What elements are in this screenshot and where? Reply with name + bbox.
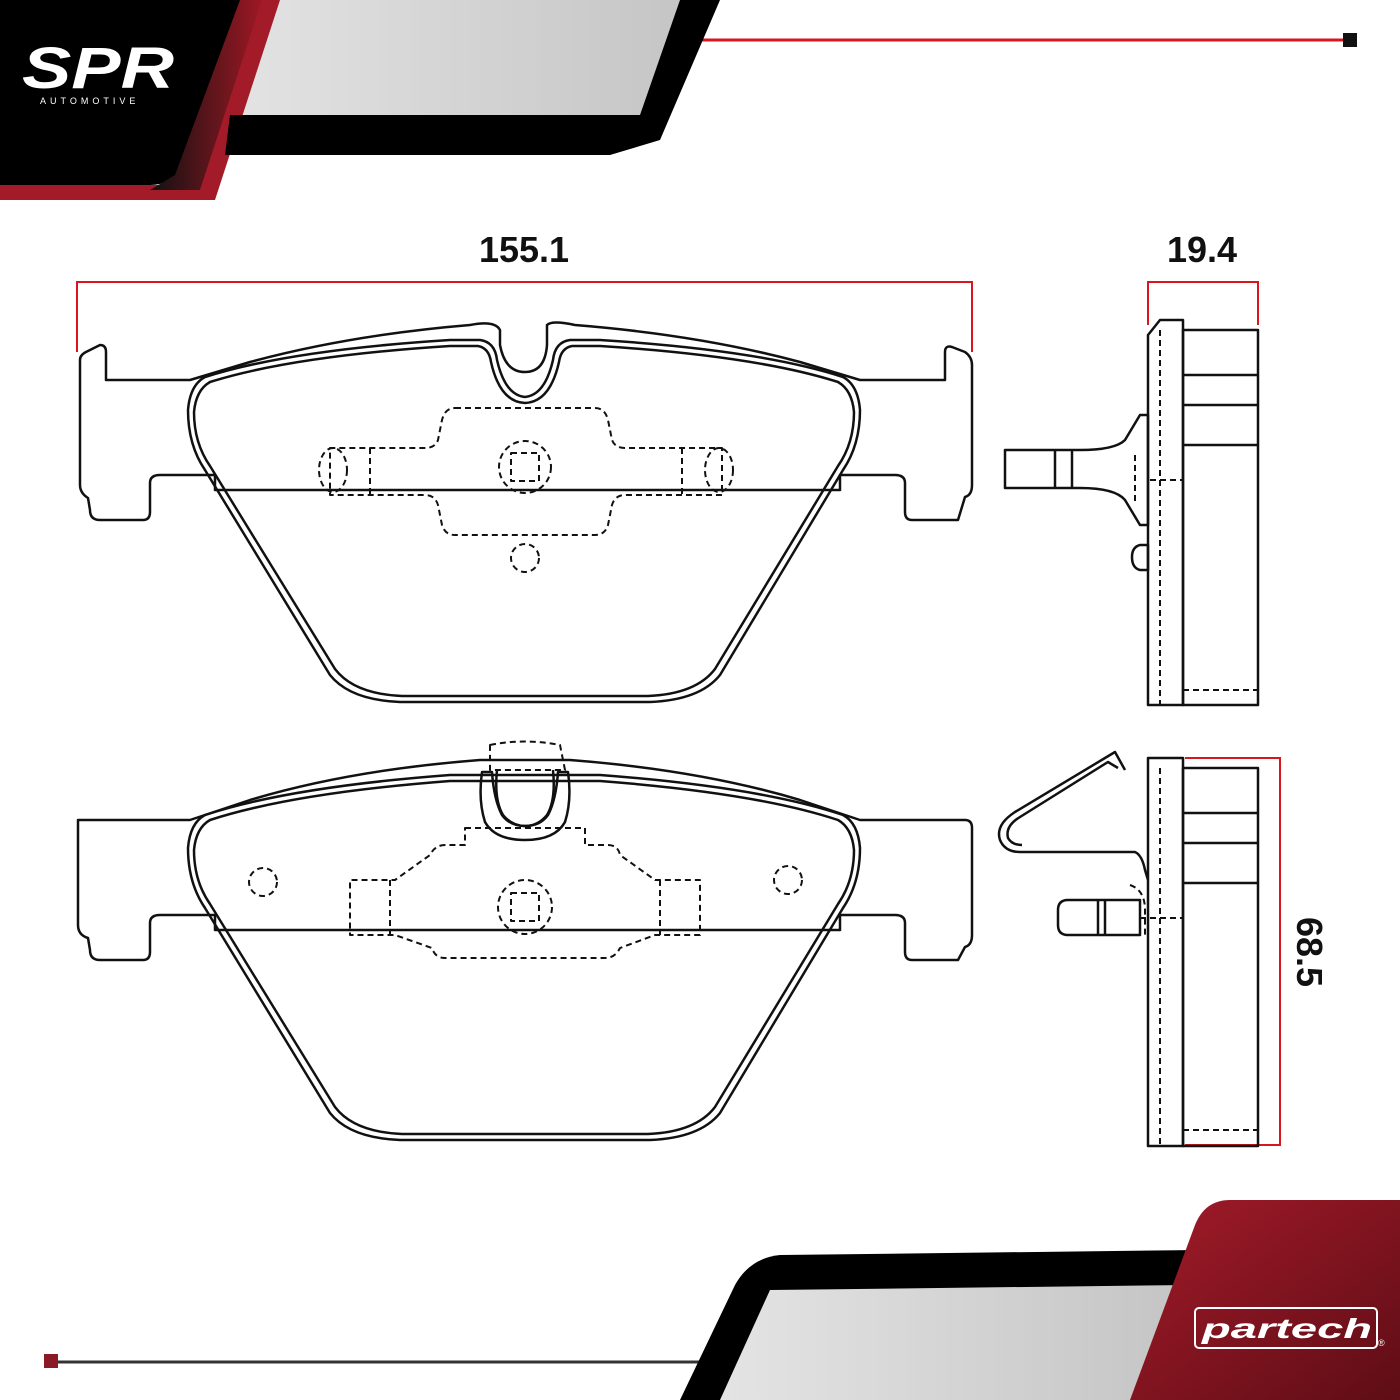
small-hole-top: [510, 543, 540, 573]
side-friction-block-top: [1181, 328, 1260, 707]
brake-pad-bottom-front-view: [76, 740, 974, 1142]
friction-material-outer-bottom: [186, 773, 862, 1142]
brake-pad-top-side-view: [1003, 318, 1260, 707]
piston-recess-top: [329, 407, 723, 536]
brake-pad-bottom-side-view: [997, 750, 1260, 1148]
side-backing-plate-top: [1146, 318, 1185, 707]
side-hidden-bottom: [1129, 768, 1258, 1146]
partech-logo-frame: [1194, 1307, 1378, 1349]
wear-sensor-bottom: [1056, 898, 1142, 937]
friction-material-inner-top: [192, 344, 856, 698]
center-bolt-bottom: [497, 879, 553, 935]
small-hole-right-bottom: [773, 865, 803, 895]
friction-material-inner-bottom: [192, 779, 856, 1136]
center-square-top: [510, 452, 540, 482]
frame-corner-square-top: [1343, 33, 1357, 47]
partech-logo: partech ®: [1194, 1307, 1385, 1349]
hidden-features-bottom: [248, 740, 803, 959]
dimension-height-label: 68.5: [1289, 917, 1330, 987]
dimension-thickness: 19.4: [1147, 229, 1259, 325]
brake-pad-top-front-view: [78, 321, 974, 704]
dimension-height-bracket: [1185, 757, 1281, 1146]
frame-corner-square-bottom: [44, 1354, 58, 1368]
spr-logo: SPR AUTOMOTIVE: [22, 36, 174, 106]
spr-logo-subtext: AUTOMOTIVE: [40, 96, 139, 106]
partech-logo-text: partech: [1200, 1313, 1372, 1344]
top-banner: [0, 0, 720, 200]
dimension-thickness-label: 19.4: [1167, 229, 1237, 270]
bottom-banner: [680, 1200, 1400, 1400]
center-square-bottom: [510, 892, 540, 922]
side-friction-block-bottom: [1181, 766, 1260, 1148]
top-banner-red-accent: [150, 0, 262, 190]
dimension-width-label: 155.1: [479, 229, 569, 270]
clip-recess-bottom: [489, 740, 566, 771]
backing-plate-outline-top: [78, 321, 974, 522]
center-bolt-top: [498, 440, 552, 494]
wear-clip-inner-bottom: [495, 769, 555, 828]
pin-right-top: [704, 447, 734, 493]
side-nub-top: [1130, 543, 1150, 572]
pin-left-top: [318, 447, 348, 493]
side-hidden-notch-bottom: [1129, 884, 1146, 935]
small-hole-left-bottom: [248, 867, 278, 897]
spr-logo-text: SPR: [22, 36, 174, 101]
top-banner-black-swoosh: [225, 0, 720, 155]
friction-material-outer-top: [186, 338, 862, 704]
top-banner-gray-band: [220, 0, 700, 115]
hidden-features-top: [318, 407, 734, 573]
backing-plate-outline-bottom: [76, 758, 974, 962]
wear-sensor-top: [1003, 413, 1150, 527]
dimension-width-bracket: [76, 281, 973, 352]
piston-recess-bottom: [349, 827, 701, 959]
spring-clip-inner-bottom: [1006, 760, 1119, 847]
frame-border: [50, 38, 1352, 1364]
spr-logo-block: [0, 0, 245, 185]
side-backing-plate-bottom: [1146, 756, 1185, 1148]
bottom-banner-gray-band: [720, 1285, 1190, 1400]
partech-logo-block: [1130, 1200, 1400, 1400]
spring-clip-bottom: [997, 750, 1150, 881]
dimension-width: 155.1: [76, 229, 973, 352]
partech-trademark: ®: [1378, 1338, 1385, 1348]
dimension-thickness-bracket: [1147, 281, 1259, 325]
side-hidden-top: [1134, 330, 1258, 705]
